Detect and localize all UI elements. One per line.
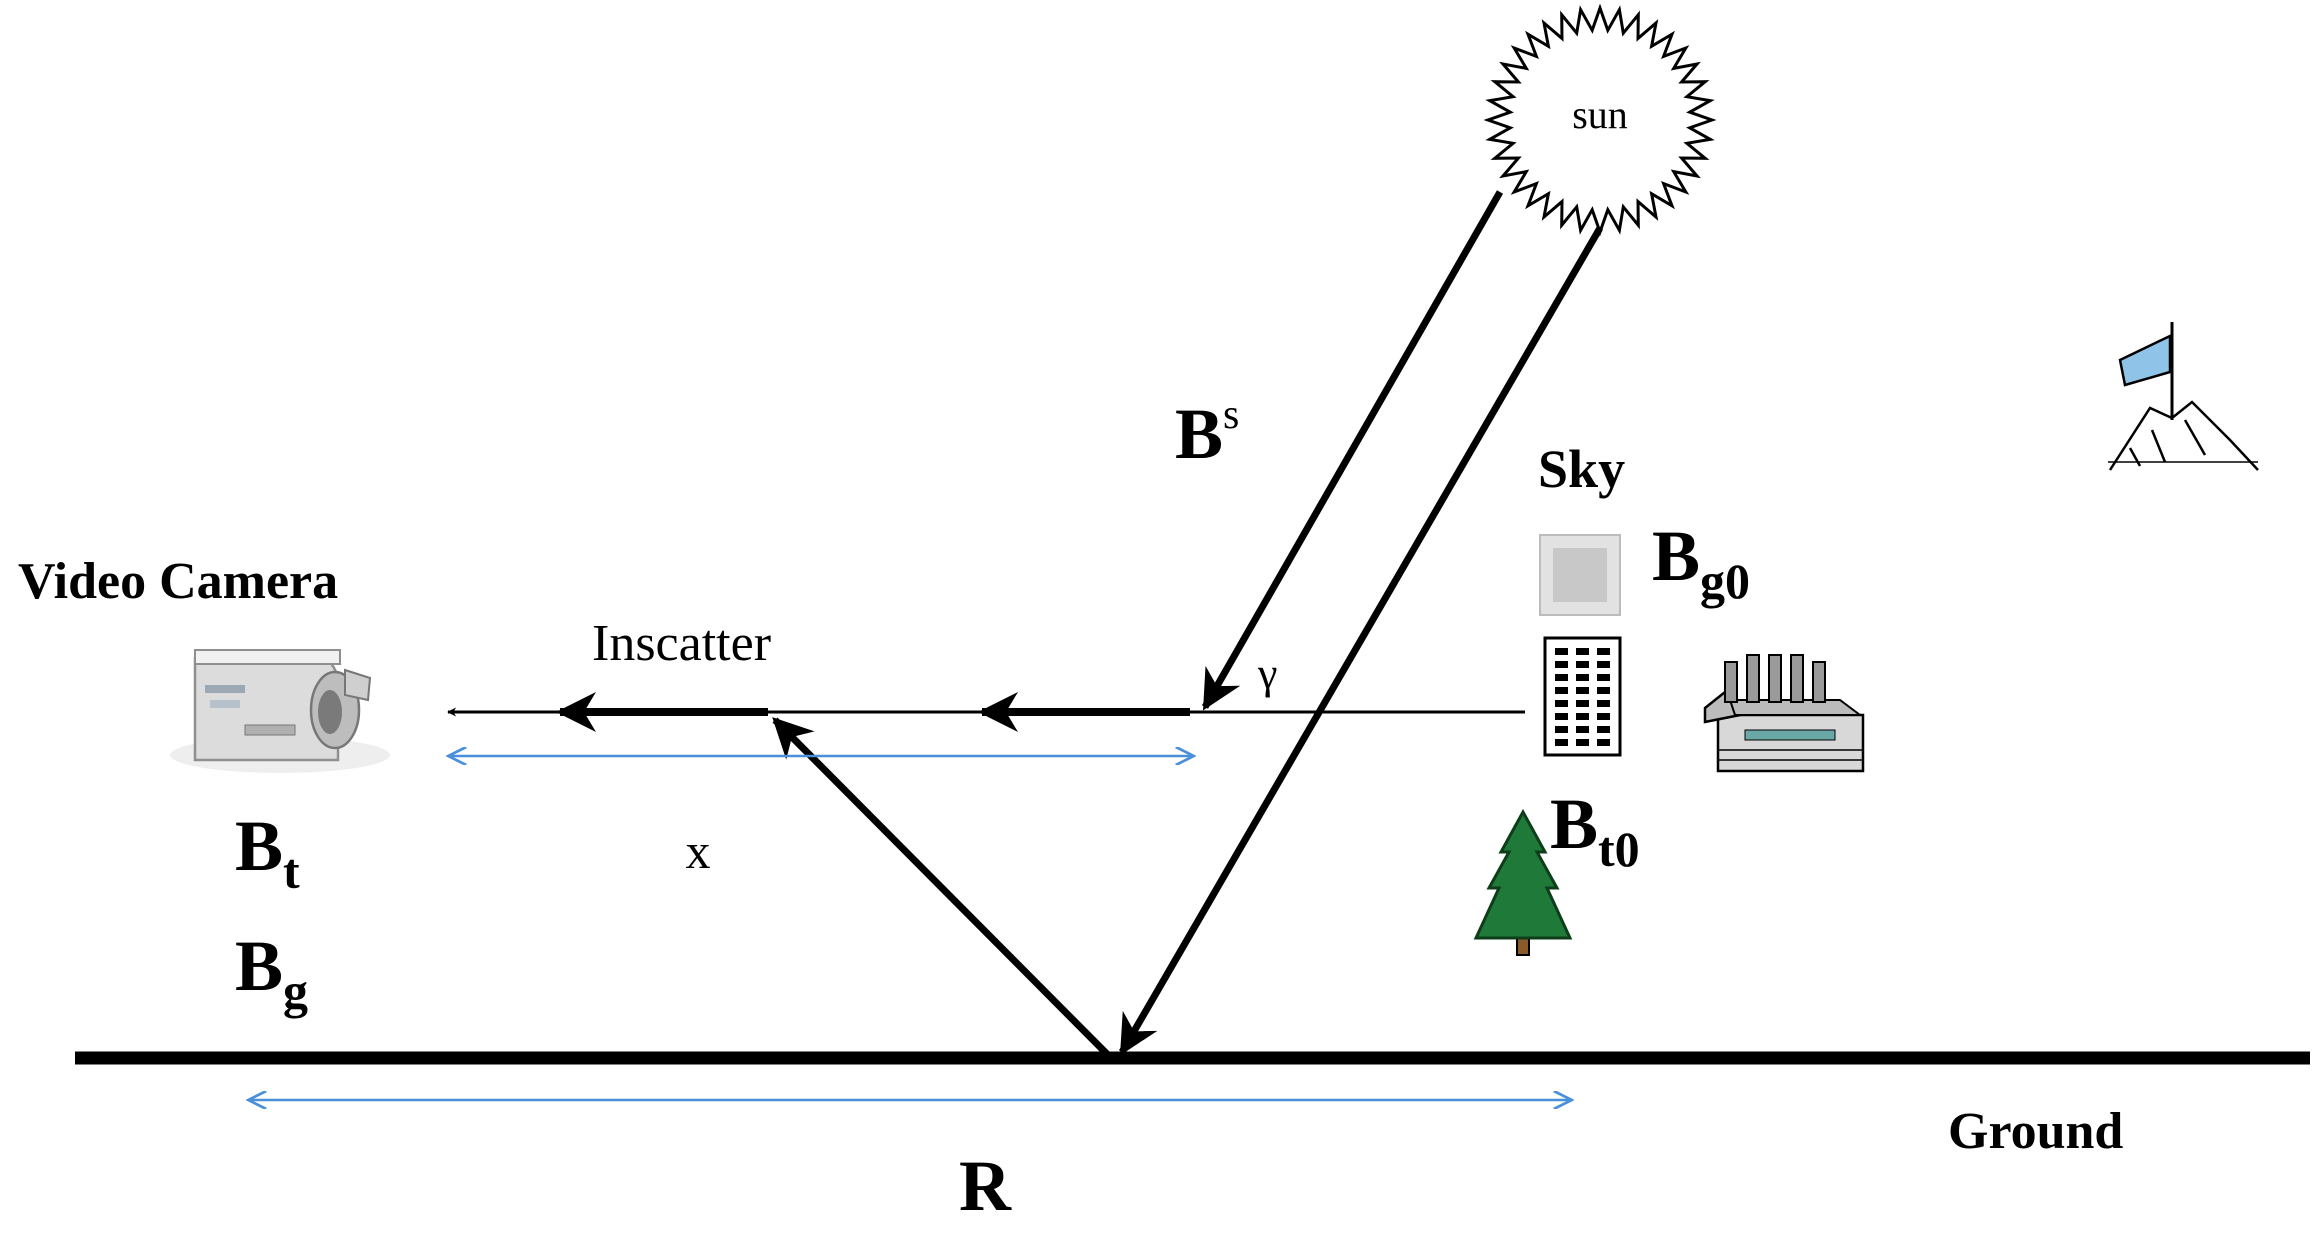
- building-window: [1597, 713, 1610, 720]
- building-window: [1576, 648, 1589, 655]
- apparent-target-label: Bt: [235, 806, 300, 899]
- tree-icon: [1473, 808, 1573, 956]
- apparent-background-label: Bg: [235, 926, 308, 1019]
- solar-ray-to-ground: [1118, 226, 1604, 1056]
- building-window: [1597, 739, 1610, 746]
- building-window: [1597, 661, 1610, 668]
- inscatter-label: Inscatter: [592, 615, 771, 672]
- solar-radiance-label: Bs: [1175, 392, 1239, 474]
- sky-label: Sky: [1538, 439, 1625, 499]
- building-window: [1555, 648, 1568, 655]
- building-window: [1555, 687, 1568, 694]
- target-radiance-sub: t0: [1598, 821, 1640, 877]
- building-window: [1576, 726, 1589, 733]
- building-window: [1555, 726, 1568, 733]
- sun-label: sun: [1572, 92, 1628, 137]
- building-window: [1555, 674, 1568, 681]
- solar-ray-to-sightline: [1201, 190, 1504, 711]
- building-window: [1576, 700, 1589, 707]
- apparent-background-main: B: [235, 926, 283, 1006]
- scattering-angle-label: γ: [1257, 649, 1277, 698]
- building-window: [1576, 713, 1589, 720]
- building-window: [1576, 661, 1589, 668]
- sky-background-sub: g0: [1700, 553, 1750, 609]
- mountain-flag-icon: [2108, 322, 2259, 471]
- building-window: [1576, 674, 1589, 681]
- building-window: [1576, 687, 1589, 694]
- solar-radiance-sup: s: [1223, 392, 1239, 438]
- range-r-label: R: [959, 1146, 1012, 1226]
- reflected-ray: [772, 717, 1111, 1058]
- building-window: [1576, 739, 1589, 746]
- sky-background-label: Bg0: [1652, 516, 1750, 609]
- target-radiance-label: Bt0: [1550, 784, 1640, 877]
- building-window: [1555, 700, 1568, 707]
- target-radiance-main: B: [1550, 784, 1598, 864]
- ground-label: Ground: [1948, 1103, 2123, 1160]
- solar-radiance-main: B: [1175, 394, 1223, 474]
- distance-x-label: x: [686, 823, 711, 879]
- apparent-target-sub: t: [283, 843, 300, 899]
- building-window: [1597, 726, 1610, 733]
- building-window: [1597, 674, 1610, 681]
- building-window: [1597, 687, 1610, 694]
- sun-icon: [1483, 3, 1717, 237]
- building-window: [1597, 648, 1610, 655]
- apparent-background-sub: g: [283, 963, 308, 1019]
- apparent-target-main: B: [235, 806, 283, 886]
- factory-icon: [1703, 654, 1865, 773]
- building-icon: [1543, 636, 1622, 757]
- building-window: [1597, 700, 1610, 707]
- sky-background-main: B: [1652, 516, 1700, 596]
- video-camera-icon: [170, 649, 390, 773]
- building-window: [1555, 661, 1568, 668]
- building-window: [1555, 739, 1568, 746]
- video-camera-label: Video Camera: [18, 553, 338, 610]
- building-window: [1555, 713, 1568, 720]
- sky-patch-icon: [1539, 534, 1621, 616]
